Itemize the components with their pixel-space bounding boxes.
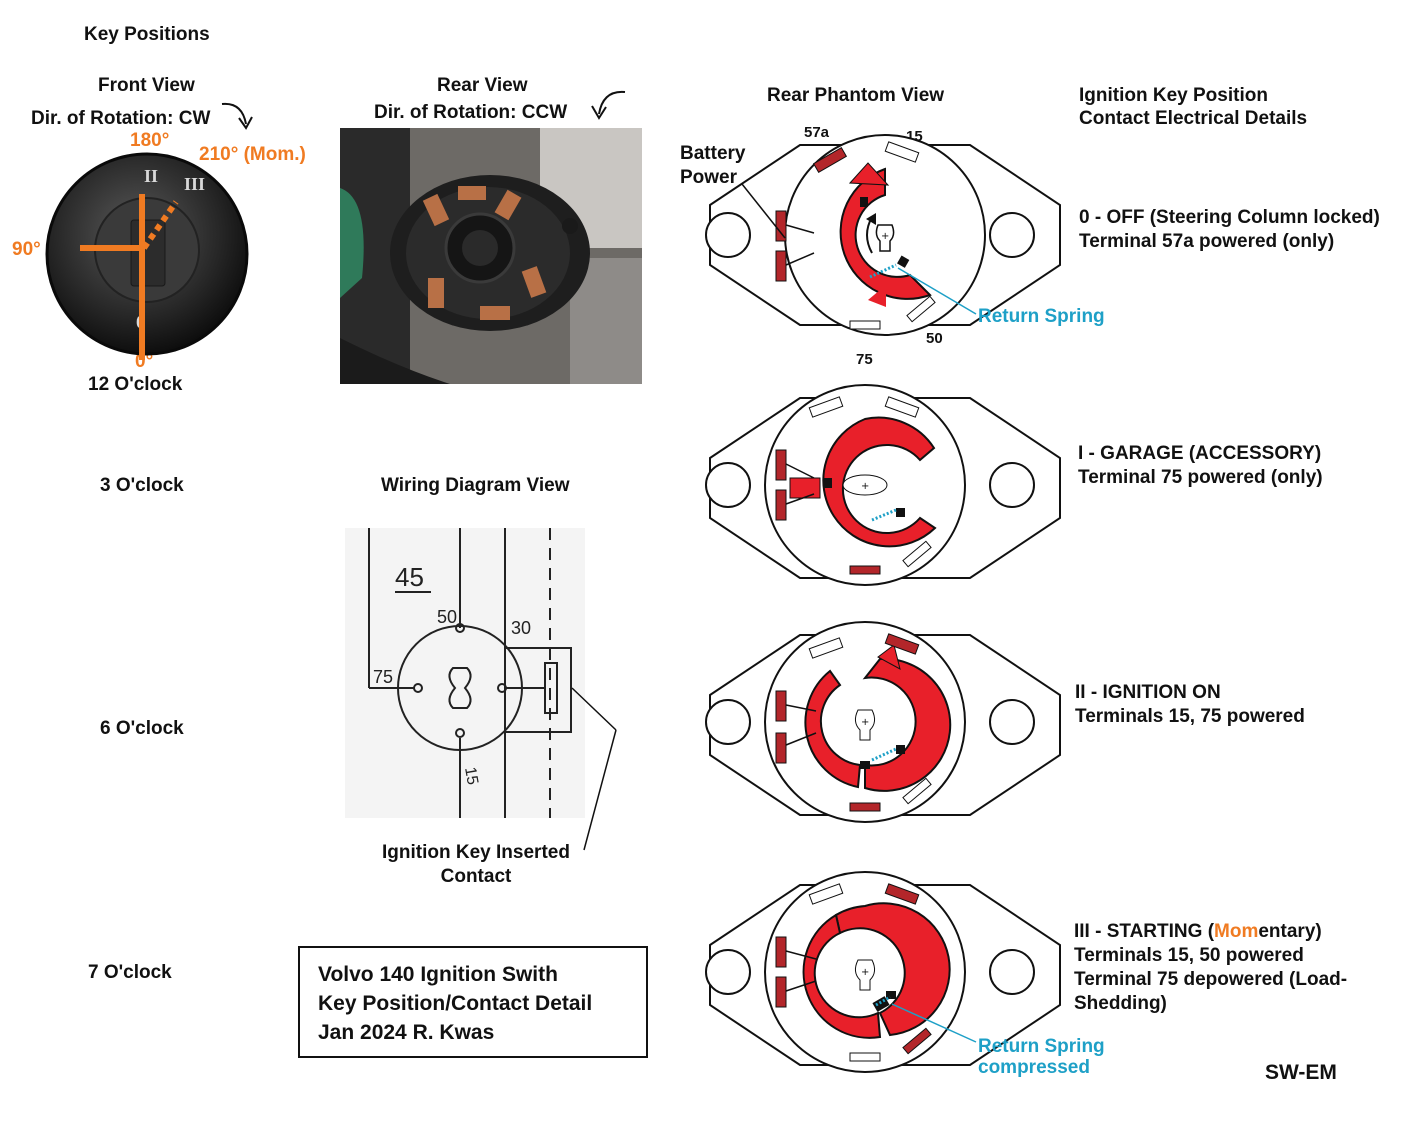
rear-view-rotation: Dir. of Rotation: CCW <box>374 102 568 123</box>
wiring-term-75: 75 <box>373 667 393 687</box>
pos-starting-detail-3: Shedding) <box>1074 993 1167 1014</box>
return-spring-compressed-label-1: Return Spring <box>978 1036 1105 1057</box>
battery-power-label-1: Battery <box>680 143 746 164</box>
pos-off-detail: Terminal 57a powered (only) <box>1079 231 1335 252</box>
wiring-number: 45 <box>395 562 424 592</box>
pos-starting-detail-2: Terminal 75 depowered (Load- <box>1074 969 1348 990</box>
details-heading-1: Ignition Key Position <box>1079 85 1268 106</box>
signature: SW-EM <box>1265 1061 1337 1084</box>
pos-garage-detail: Terminal 75 powered (only) <box>1078 467 1323 488</box>
wiring-diagram: 45 50 30 75 15 <box>345 528 585 818</box>
wiring-term-30: 30 <box>511 618 531 638</box>
title-line-1: Volvo 140 Ignition Swith <box>318 963 558 986</box>
phantom-ignition-on: + <box>705 621 1061 823</box>
key-positions-heading: Key Positions <box>84 24 210 45</box>
momentary-highlight: Mom <box>1214 921 1259 942</box>
front-view-title: Front View <box>98 75 195 96</box>
battery-power-label-2: Power <box>680 167 738 188</box>
terminal-50-label: 50 <box>926 330 943 347</box>
pos-ignition-detail: Terminals 15, 75 powered <box>1075 706 1305 727</box>
svg-text:+: + <box>861 967 869 978</box>
title-line-3: Jan 2024 R. Kwas <box>318 1021 495 1044</box>
rear-view-photo <box>340 128 642 384</box>
phantom-view-title: Rear Phantom View <box>767 85 945 106</box>
front-view-dial: II III 0 <box>45 152 249 360</box>
terminal-75-label: 75 <box>856 351 873 368</box>
front-view-rotation: Dir. of Rotation: CW <box>31 108 211 129</box>
key-inserted-caption-2: Contact <box>440 866 512 887</box>
title-line-2: Key Position/Contact Detail <box>318 992 593 1015</box>
return-spring-compressed-label-2: compressed <box>978 1057 1090 1078</box>
clock-7-label: 7 O'clock <box>88 962 172 983</box>
key-position-210-line <box>141 200 179 250</box>
ccw-arrow-icon <box>591 90 626 120</box>
pos-off-title: 0 - OFF (Steering Column locked) <box>1079 207 1380 228</box>
pos-ignition-title: II - IGNITION ON <box>1075 682 1221 703</box>
pos-starting-detail-1: Terminals 15, 50 powered <box>1074 945 1304 966</box>
wiring-diagram-title: Wiring Diagram View <box>381 475 570 496</box>
key-inserted-caption-1: Ignition Key Inserted <box>382 842 570 863</box>
details-heading-2: Contact Electrical Details <box>1079 108 1308 129</box>
angle-210-label: 210° (Mom.) <box>199 144 306 165</box>
phantom-garage: + <box>705 384 1061 586</box>
dial-mark-ii: II <box>144 166 158 186</box>
svg-text:+: + <box>861 481 869 492</box>
clock-6-label: 6 O'clock <box>100 718 184 739</box>
cw-arrow-icon <box>221 102 253 130</box>
dial-mark-iii: III <box>184 174 205 194</box>
pos-garage-title: I - GARAGE (ACCESSORY) <box>1078 443 1322 464</box>
rear-view-title: Rear View <box>437 75 528 96</box>
wiring-term-15: 15 <box>461 766 481 787</box>
terminal-57a-label: 57a <box>804 124 830 141</box>
pos-starting-title: III - STARTING (Momentary) <box>1074 921 1322 942</box>
svg-text:+: + <box>861 717 869 728</box>
clock-3-label: 3 O'clock <box>100 475 184 496</box>
svg-text:+: + <box>881 231 889 242</box>
return-spring-label: Return Spring <box>978 306 1105 327</box>
wiring-term-50: 50 <box>437 607 457 627</box>
clock-12-label: 12 O'clock <box>88 374 183 395</box>
title-box: Volvo 140 Ignition Swith Key Position/Co… <box>298 946 648 1058</box>
angle-180-label: 180° <box>130 130 170 151</box>
angle-90-label: 90° <box>12 239 41 260</box>
